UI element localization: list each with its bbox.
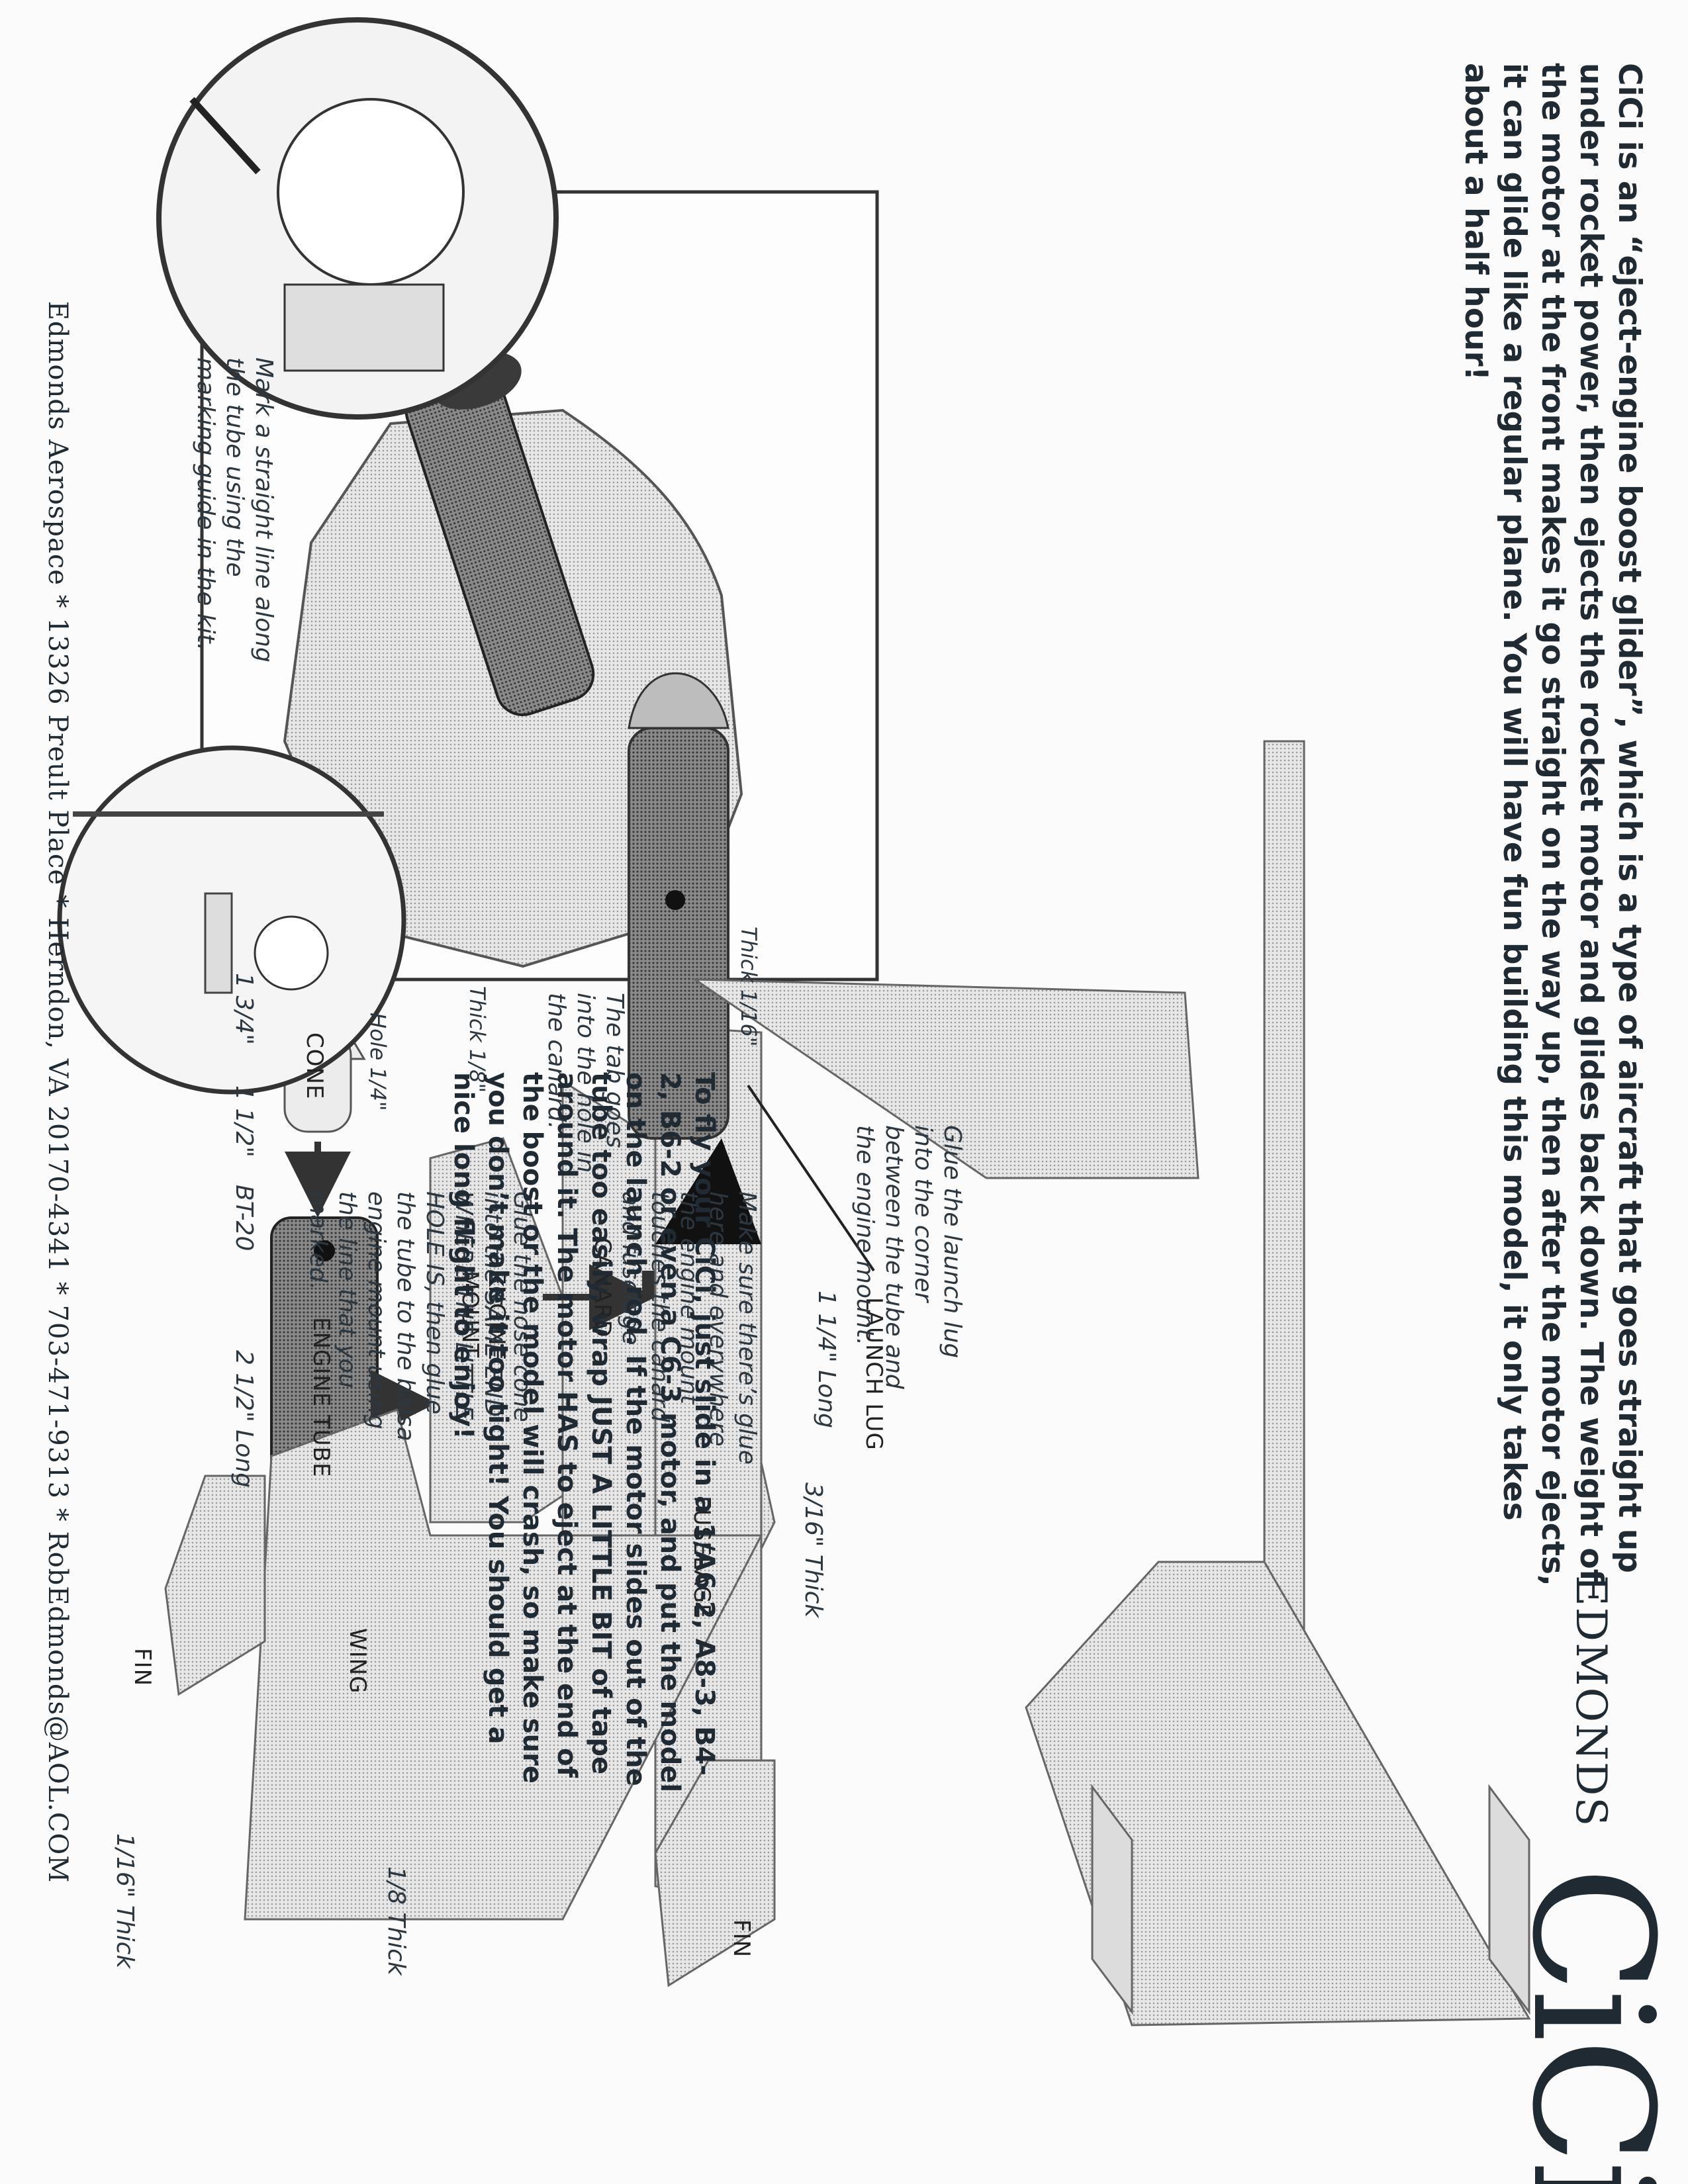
dim-cone-length: 1 3/4"	[229, 973, 258, 1045]
dim-lug-length: 1 1/4" Long	[812, 1291, 841, 1428]
dim-cone-diameter: 1 1/2"	[229, 1085, 258, 1158]
dim-hole: Hole 1/4"	[365, 1013, 391, 1111]
footer-contact: Edmonds Aerospace * 13326 Preult Place *…	[42, 0, 73, 2184]
fin-top-part	[165, 1476, 265, 1694]
assembled-engine-tube	[629, 673, 728, 1138]
label-cone: CONE	[301, 1032, 328, 1099]
label-wing: WING	[344, 1628, 371, 1694]
dim-tube-size: BT-20	[229, 1185, 258, 1251]
flying-instructions: To fly your CiCi, just slide in a 1/A6-2…	[446, 1072, 722, 1800]
note-marking: Mark a straight line along the tube usin…	[191, 357, 278, 675]
dim-fin-thick: 1/16" Thick	[110, 1833, 139, 1968]
dim-tube-length: 2 1/2" Long	[229, 1350, 258, 1488]
label-fin-top: FIN	[129, 1648, 156, 1686]
label-fin-bottom: FIN	[728, 1919, 755, 1958]
dim-canard-thick: Thick 1/16"	[736, 927, 761, 1047]
dim-wing-thick: 1/8 Thick	[381, 1866, 410, 1976]
note-launch-lug: Glue the launch lug into the corner betw…	[850, 1125, 966, 1390]
dim-fuselage-thick: 3/16" Thick	[798, 1482, 827, 1617]
